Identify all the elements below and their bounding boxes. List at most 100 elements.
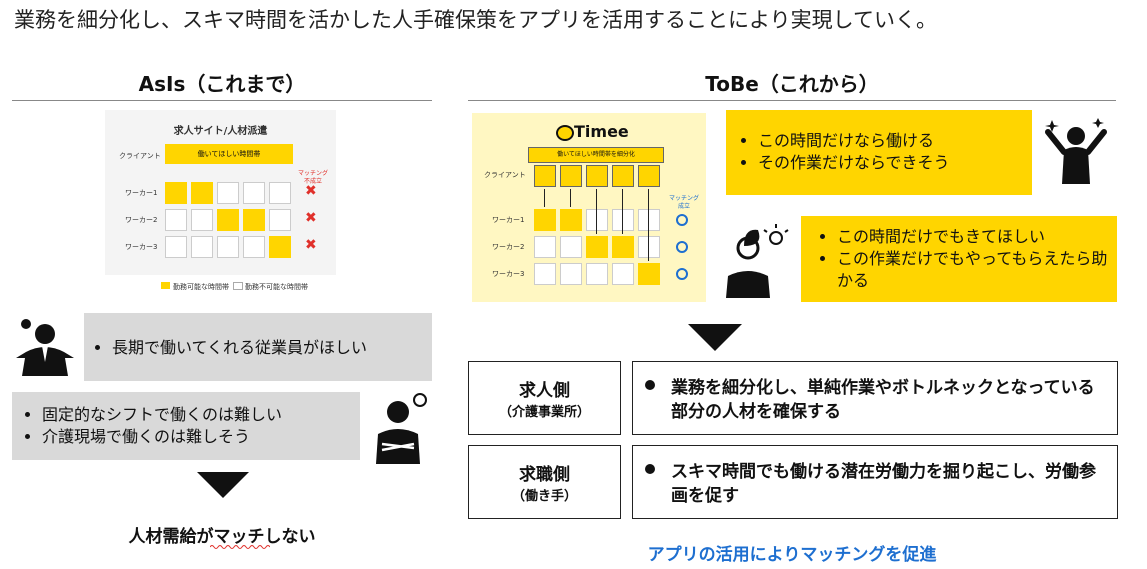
worker-label: ワーカー3 [125,243,158,251]
unavailable-slot [269,209,291,231]
match-arrow [648,189,649,261]
worker-possibility-box: この時間だけなら働ける その作業だけならできそう [726,110,1032,195]
unavailable-slot [586,263,608,285]
match-success-icon [676,214,688,226]
available-slot [191,182,213,204]
match-fail-icon: ✖ [305,183,317,199]
match-arrow [622,189,623,234]
unavailable-slot [191,209,213,231]
unavailable-slot [191,236,213,258]
worker-label: ワーカー2 [125,216,158,224]
tobe-diagram: Timee 働いてほしい時間帯を細分化 クライアント マッチング 成立 ワーカー… [472,113,706,302]
employer-speaking-icon [16,319,74,376]
client-slot [534,165,556,187]
tobe-divider [468,100,1116,101]
available-slot [243,209,265,231]
unavailable-slot [534,236,556,258]
match-fail-icon: ✖ [305,210,317,226]
worker-label: ワーカー3 [492,270,525,278]
unavailable-slot [612,263,634,285]
employer-side-bullet [645,380,655,390]
worker-cheering-icon [1045,118,1107,184]
available-slot [534,209,556,231]
jobseeker-side-text: スキマ時間でも働ける潜在労働力を掘り起こし、労働参画を促す [671,462,1096,506]
employer-side-sub: （介護事業所） [498,405,590,420]
tobe-result: アプリの活用によりマッチングを促進 [647,545,937,565]
match-arrow [570,189,571,207]
spellcheck-underline [210,545,270,549]
available-slot [638,263,660,285]
client-slot [560,165,582,187]
worker-label: ワーカー1 [492,216,525,224]
unavailable-slot [243,236,265,258]
worker-thinking-icon [376,393,427,464]
worker-concern-1: 固定的なシフトで働くのは難しい [42,404,360,426]
asis-legend-swatch-unavailable [233,282,243,290]
jobseeker-side-bullet [645,464,655,474]
worker-concern-2: 介護現場で働くのは難しそう [42,426,360,448]
available-slot [560,209,582,231]
timee-logo: Timee [574,122,629,141]
employer-side-desc-box: 業務を細分化し、単純作業やボトルネックとなっている部分の人材を確保する [632,361,1118,435]
asis-legend-swatch-available [161,282,170,289]
unavailable-slot [560,236,582,258]
employer-wish-1: この時間だけでもきてほしい [837,226,1109,248]
unavailable-slot [269,182,291,204]
employer-side-title: 求人側 [519,381,570,401]
match-success-icon [676,241,688,253]
asis-legend-unavailable: 勤務不可能な時間帯 [245,283,308,291]
client-slot [638,165,660,187]
available-slot [612,236,634,258]
available-slot [165,182,187,204]
match-arrow [544,189,545,207]
jobseeker-side-label-box: 求職側 （働き手） [468,445,621,519]
unavailable-slot [638,209,660,231]
worker-label: ワーカー2 [492,243,525,251]
available-slot [269,236,291,258]
unavailable-slot [165,209,187,231]
tobe-match-label: マッチング 成立 [668,195,699,210]
employer-wish-2: この作業だけでもやってもらえたら助かる [837,248,1109,292]
unavailable-slot [612,209,634,231]
employer-side-text: 業務を細分化し、単純作業やボトルネックとなっている部分の人材を確保する [671,378,1095,422]
jobseeker-side-sub: （働き手） [511,489,577,504]
asis-match-label: マッチング 不成立 [297,170,328,185]
available-slot [217,209,239,231]
asis-client-bar: 働いてほしい時間帯 [165,144,293,164]
unavailable-slot [586,209,608,231]
unavailable-slot [243,182,265,204]
match-arrow [596,189,597,234]
asis-legend-available: 勤務可能な時間帯 [173,283,229,291]
match-success-icon [676,268,688,280]
jobseeker-side-title: 求職側 [519,465,570,485]
unavailable-slot [217,182,239,204]
timee-logo-icon [556,125,574,141]
asis-diagram: 求人サイト/人材派遣 クライアント 働いてほしい時間帯 マッチング 不成立 ワー… [105,110,336,291]
employer-wish-box: この時間だけでもきてほしい この作業だけでもやってもらえたら助かる [801,216,1117,302]
unavailable-slot [560,263,582,285]
unavailable-slot [534,263,556,285]
client-slot [586,165,608,187]
employer-side-label-box: 求人側 （介護事業所） [468,361,621,435]
match-fail-icon: ✖ [305,237,317,253]
worker-concern-box: 固定的なシフトで働くのは難しい 介護現場で働くのは難しそう [12,392,360,460]
asis-result: 人材需給がマッチしない [128,527,316,547]
employer-need-text: 長期で働いてくれる従業員がほしい [112,337,432,359]
page-title: 業務を細分化し、スキマ時間を活かした人手確保策をアプリを活用することにより実現し… [14,8,937,32]
asis-down-arrow [197,472,249,498]
jobseeker-side-desc-box: スキマ時間でも働ける潜在労働力を掘り起こし、労働参画を促す [632,445,1118,519]
unavailable-slot [165,236,187,258]
tobe-heading: ToBe（これから） [705,72,879,96]
asis-divider [12,100,432,101]
unavailable-slot [217,236,239,258]
tobe-client-label: クライアント [484,171,526,179]
worker-possibility-2: その作業だけならできそう [758,152,1032,174]
available-slot [586,236,608,258]
tobe-down-arrow [688,324,742,351]
worker-label: ワーカー1 [125,189,158,197]
worker-possibility-1: この時間だけなら働ける [758,130,1032,152]
unavailable-slot [638,236,660,258]
asis-client-label: クライアント [119,152,161,160]
tobe-client-bar: 働いてほしい時間帯を細分化 [528,147,664,163]
employer-need-box: 長期で働いてくれる従業員がほしい [84,313,432,381]
